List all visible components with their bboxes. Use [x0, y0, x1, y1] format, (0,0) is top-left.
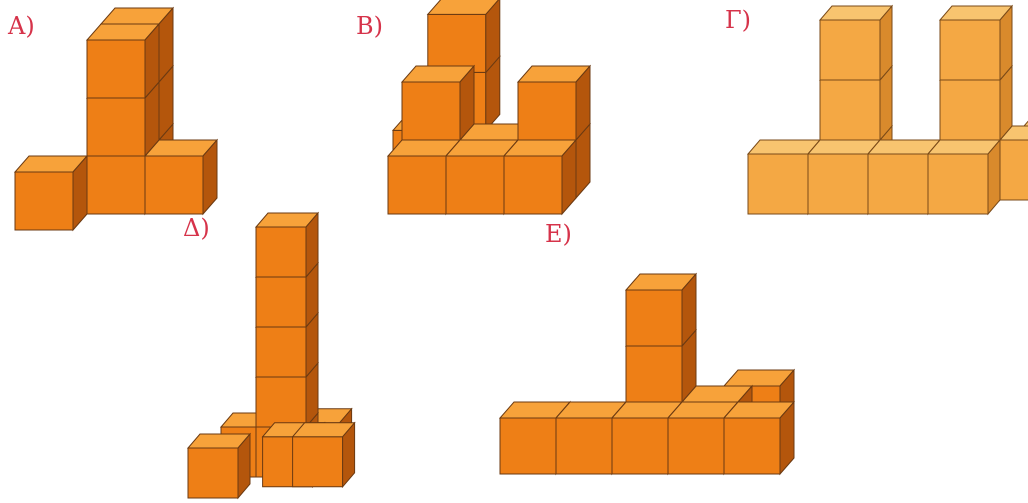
cube	[426, 0, 501, 74]
cube-side-face	[237, 432, 251, 500]
cube-front-face	[747, 153, 809, 215]
cube	[400, 64, 476, 142]
cube-front-face	[499, 417, 557, 475]
figure-b-cubes	[386, 0, 592, 216]
cube-front-face	[867, 153, 929, 215]
cube	[143, 138, 219, 216]
cube-front-face	[503, 155, 563, 215]
cube-front-face	[255, 376, 307, 428]
cube-front-face	[611, 417, 669, 475]
cube-front-face	[387, 155, 447, 215]
figure-a-cubes	[13, 6, 219, 232]
cube-front-face	[255, 226, 307, 278]
cube-front-face	[187, 447, 239, 499]
cube-side-face	[575, 64, 591, 142]
cube	[502, 138, 578, 216]
cube-side-face	[144, 22, 160, 100]
cube-front-face	[723, 417, 781, 475]
cube-front-face	[807, 153, 869, 215]
cube	[722, 400, 796, 476]
figure-label-a: A)	[8, 12, 35, 40]
cube-front-face	[86, 97, 146, 157]
cube	[926, 138, 1002, 216]
cube-side-face	[72, 154, 88, 232]
cube-front-face	[14, 171, 74, 231]
cube-front-face	[939, 19, 1001, 81]
cube-side-face	[987, 138, 1001, 216]
cube	[516, 64, 592, 142]
cube-front-face	[999, 139, 1028, 201]
cube-front-face	[292, 436, 344, 488]
cube-side-face	[485, 0, 501, 74]
cube-front-face	[86, 155, 146, 215]
cube-front-face	[86, 39, 146, 99]
cube	[254, 211, 320, 279]
cube-side-face	[999, 4, 1013, 82]
cube-side-face	[879, 4, 893, 82]
cube	[186, 432, 252, 500]
cube-side-face	[202, 138, 218, 216]
figure-label-d: Δ)	[183, 214, 210, 242]
cube	[85, 22, 161, 100]
cube-front-face	[927, 153, 989, 215]
figure-e-cubes	[498, 272, 796, 476]
cube-front-face	[625, 345, 683, 403]
cube-side-face	[561, 138, 577, 216]
cube-top-face	[426, 0, 500, 15]
cube-front-face	[427, 13, 487, 73]
cube-side-face	[681, 272, 697, 348]
cube-front-face	[144, 155, 204, 215]
cube-side-face	[779, 400, 795, 476]
cube-front-face	[517, 81, 577, 141]
cube-front-face	[255, 276, 307, 328]
cube	[624, 272, 698, 348]
cube-front-face	[819, 19, 881, 81]
cube-top-face	[1022, 120, 1028, 127]
cube	[998, 125, 1028, 201]
cube-front-face	[819, 79, 881, 141]
cube-front-face	[401, 81, 461, 141]
cube-front-face	[255, 326, 307, 378]
figure-d-cubes	[186, 211, 356, 500]
figure-label-b: B)	[356, 12, 383, 40]
cube	[13, 154, 89, 232]
cube-front-face	[939, 79, 1001, 141]
figure-label-g: Γ)	[725, 6, 752, 34]
cube-front-face	[555, 417, 613, 475]
cube-side-face	[305, 211, 319, 279]
cube-front-face	[667, 417, 725, 475]
cube-front-face	[625, 289, 683, 347]
cube	[291, 421, 356, 489]
cube	[938, 4, 1014, 82]
cube-side-face	[342, 421, 356, 489]
figure-g-cubes	[746, 4, 1028, 216]
figure-label-e: E)	[545, 220, 572, 248]
cube-front-face	[445, 155, 505, 215]
cube	[818, 4, 894, 82]
cube-side-face	[459, 64, 475, 142]
